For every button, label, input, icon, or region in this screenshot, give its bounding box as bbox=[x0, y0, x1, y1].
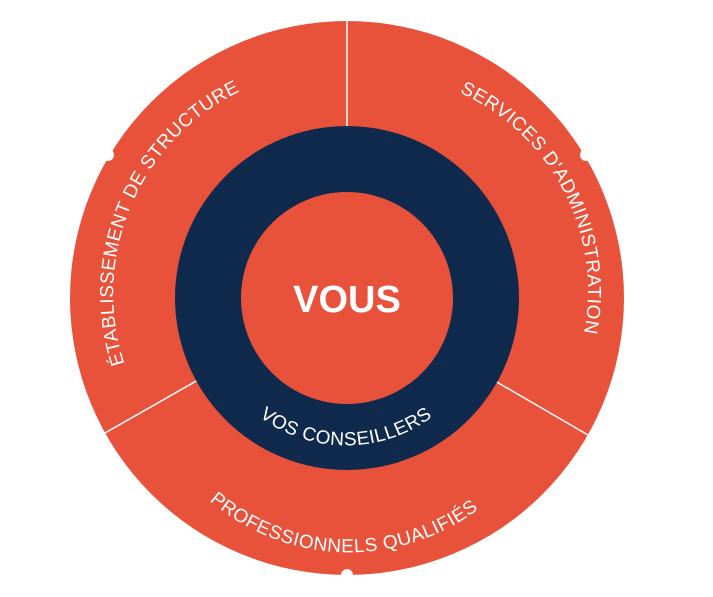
edge-dot-left bbox=[102, 149, 114, 161]
edge-dot-right bbox=[580, 149, 592, 161]
divider-bottom-right bbox=[494, 380, 589, 436]
divider-bottom-left bbox=[104, 379, 199, 434]
edge-dot-bottom bbox=[341, 569, 353, 581]
center-circle bbox=[241, 192, 453, 404]
center-label: VOUS bbox=[293, 279, 401, 321]
